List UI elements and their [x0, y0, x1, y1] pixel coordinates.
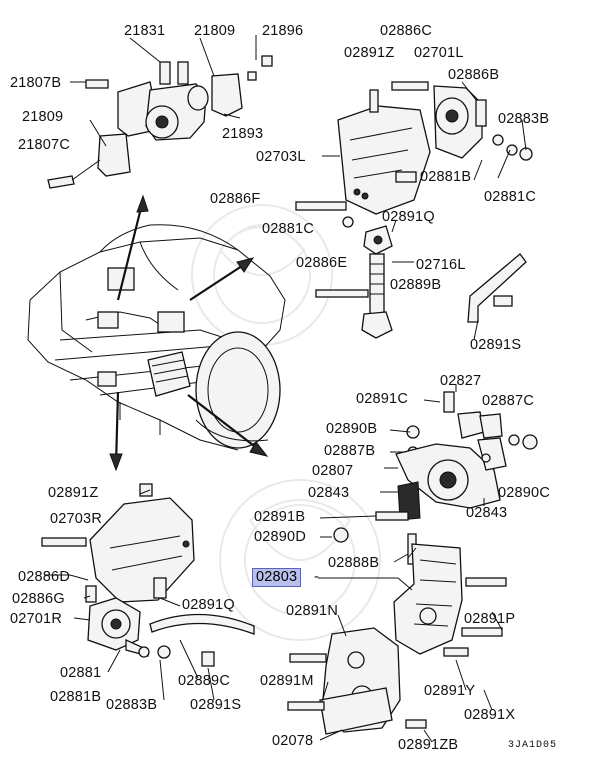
part-label-02891n: 02891N [286, 603, 338, 619]
part-label-02890d: 02890D [254, 529, 306, 545]
engine-compartment [27, 224, 286, 451]
part-label-02883b-top: 02883B [498, 111, 550, 127]
part-label-02887b: 02887B [324, 443, 376, 459]
part-label-21896: 21896 [262, 23, 304, 39]
leader-lines [73, 113, 511, 743]
part-label-02843-left: 02843 [308, 485, 350, 501]
part-label-02891b: 02891B [254, 509, 306, 525]
part-label-02886e: 02886E [296, 255, 348, 271]
diagram-code: 3JA1D05 [508, 740, 558, 751]
part-label-02891zb: 02891ZB [398, 737, 459, 753]
part-label-02886c: 02886C [380, 23, 432, 39]
part-label-02891c: 02891C [356, 391, 408, 407]
part-label-02886f: 02886F [210, 191, 261, 207]
part-label-02703l: 02703L [256, 149, 306, 165]
part-label-02881b-top: 02881B [420, 169, 472, 185]
part-label-02883b-bottom: 02883B [106, 697, 158, 713]
part-label-02881: 02881 [60, 665, 102, 681]
part-label-02703r: 02703R [50, 511, 102, 527]
strut-02716l-group [315, 225, 527, 339]
mount-02807-group [333, 391, 538, 565]
part-label-02889b: 02889B [390, 277, 442, 293]
part-label-02701r: 02701R [10, 611, 62, 627]
part-label-02891p: 02891P [464, 611, 516, 627]
part-label-02890c: 02890C [498, 485, 550, 501]
part-label-02891q-top: 02891Q [382, 209, 435, 225]
mount-02701r-group [41, 483, 255, 667]
mount-02803-group [287, 543, 507, 735]
part-label-02881b-bottom: 02881B [50, 689, 102, 705]
part-label-02843-right: 02843 [466, 505, 508, 521]
mount-02701l-group [295, 81, 533, 228]
part-label-02891y: 02891Y [424, 683, 476, 699]
part-label-02827: 02827 [440, 373, 482, 389]
part-label-21893: 21893 [222, 126, 264, 142]
part-label-02881c-left: 02881C [262, 221, 314, 237]
part-label-21807b: 21807B [10, 75, 62, 91]
part-label-21809-left: 21809 [22, 109, 64, 125]
part-label-21807c: 21807C [18, 137, 70, 153]
part-label-02891z-bottom: 02891Z [48, 485, 99, 501]
part-label-21831: 21831 [124, 23, 166, 39]
part-label-02078: 02078 [272, 733, 314, 749]
part-label-02716l: 02716L [416, 257, 466, 273]
part-label-02803-dash: - [314, 569, 320, 585]
part-label-02890b: 02890B [326, 421, 378, 437]
part-label-21809-top: 21809 [194, 23, 236, 39]
part-label-02891m: 02891M [260, 673, 314, 689]
part-label-02888b: 02888B [328, 555, 380, 571]
part-label-02886b: 02886B [448, 67, 500, 83]
mount-21831-group [47, 35, 273, 189]
part-label-02701l: 02701L [414, 45, 464, 61]
part-label-02891q-bottom: 02891Q [182, 597, 235, 613]
part-label-02881c-right: 02881C [484, 189, 536, 205]
part-label-02807: 02807 [312, 463, 354, 479]
part-label-02891z-top: 02891Z [344, 45, 395, 61]
part-label-02803-highlighted[interactable]: 02803 [252, 568, 302, 587]
part-label-02887c: 02887C [482, 393, 534, 409]
part-label-02889c: 02889C [178, 673, 230, 689]
part-label-02886g: 02886G [12, 591, 65, 607]
arrows [109, 194, 269, 472]
part-label-02891s-top: 02891S [470, 337, 522, 353]
part-label-02886d: 02886D [18, 569, 70, 585]
part-label-02891s-bottom: 02891S [190, 697, 242, 713]
part-label-02891x: 02891X [464, 707, 516, 723]
